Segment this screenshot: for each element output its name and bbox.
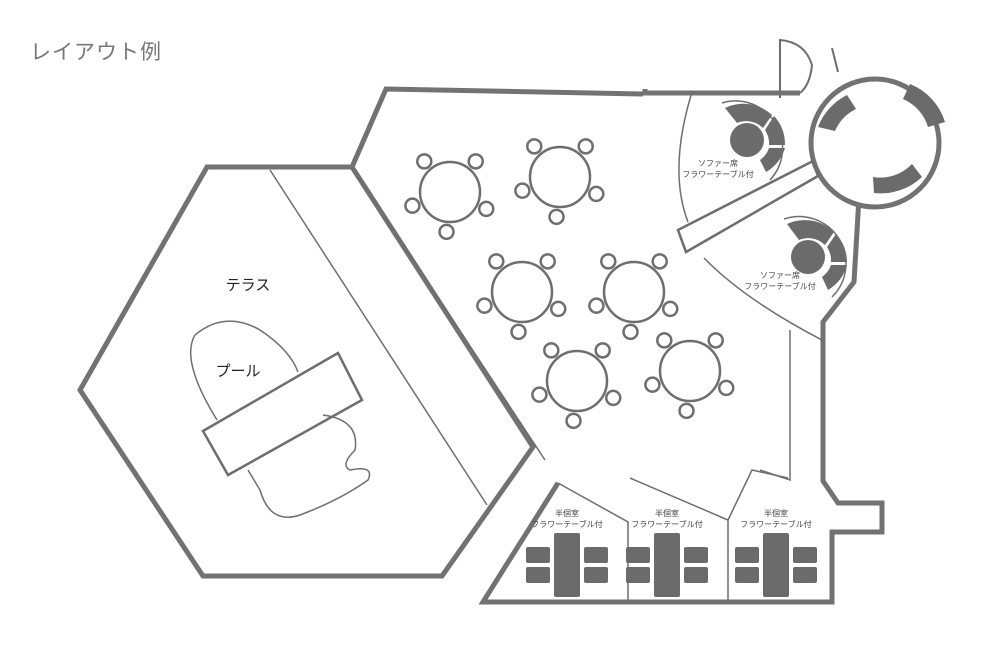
chair xyxy=(526,567,550,583)
chair xyxy=(656,332,673,349)
sofa-seat-1 xyxy=(721,100,786,181)
round-table-1 xyxy=(404,153,495,241)
pool-bridge xyxy=(201,351,364,477)
chair xyxy=(605,389,622,407)
sofa-area-arc-bottom xyxy=(703,257,823,341)
chair xyxy=(404,197,421,214)
chair xyxy=(584,547,608,563)
chair xyxy=(510,323,527,341)
chair xyxy=(684,567,708,583)
chair xyxy=(416,153,433,170)
chair xyxy=(594,342,611,359)
round-table-5 xyxy=(531,342,622,430)
room-3-partition xyxy=(727,469,789,521)
table xyxy=(554,533,580,597)
chair xyxy=(467,153,484,170)
room-label-2: フラワーテーブル付 xyxy=(531,519,603,529)
chair xyxy=(600,253,617,270)
round-table-4 xyxy=(588,253,679,341)
chair xyxy=(735,567,759,583)
chair xyxy=(662,300,679,318)
chair xyxy=(526,547,550,563)
chair xyxy=(588,185,605,203)
chair xyxy=(718,379,735,397)
lounge-sofa-1 xyxy=(818,95,856,131)
room-label-1: 半個室 xyxy=(764,508,788,518)
chair xyxy=(626,567,650,583)
chair xyxy=(539,253,556,270)
table-top xyxy=(658,339,722,403)
chair xyxy=(478,200,495,218)
chair xyxy=(488,253,505,270)
door-leaf xyxy=(831,47,839,73)
chair xyxy=(531,386,548,403)
room-label-2: フラワーテーブル付 xyxy=(631,519,703,529)
room-label-1: 半個室 xyxy=(555,508,579,518)
table-top xyxy=(545,349,609,413)
chair xyxy=(644,376,661,393)
sofa-seat-1-label-1: ソファー席 xyxy=(698,158,738,168)
chair xyxy=(678,402,695,420)
table-top xyxy=(602,260,666,324)
chair xyxy=(651,253,668,270)
table-top xyxy=(418,160,482,224)
dining-wall-top-right xyxy=(642,89,800,96)
chair xyxy=(626,547,650,563)
table-top xyxy=(490,260,554,324)
chair xyxy=(735,547,759,563)
sofa-seat-2 xyxy=(783,215,847,298)
page-title: レイアウト例 xyxy=(30,40,162,64)
table-top xyxy=(528,145,592,209)
sofa-seat-2-label-1: ソファー席 xyxy=(760,270,800,280)
room-label-1: 半個室 xyxy=(655,508,679,518)
room-label-2: フラワーテーブル付 xyxy=(740,519,812,529)
chair xyxy=(514,182,531,199)
dining-boundary xyxy=(351,166,546,461)
chair xyxy=(622,323,639,341)
pool-outline xyxy=(189,320,371,518)
pool-label: プール xyxy=(215,362,260,380)
flower-table-icon xyxy=(730,123,764,157)
chair xyxy=(584,567,608,583)
chair xyxy=(707,332,724,349)
corridor-line xyxy=(759,330,791,482)
partition-bar xyxy=(676,159,820,254)
lounge-sofa-3 xyxy=(873,164,922,194)
round-table-6 xyxy=(644,332,735,420)
sofa-seat-2-label-2: フラワーテーブル付 xyxy=(744,281,816,291)
terrace-divider xyxy=(269,169,488,506)
sofa-seat-1-label-2: フラワーテーブル付 xyxy=(682,169,754,179)
table xyxy=(763,533,789,597)
sofa-area-arc-top xyxy=(678,91,693,223)
dining-wall-top xyxy=(349,86,644,168)
chair xyxy=(476,297,493,314)
chair xyxy=(684,547,708,563)
chair xyxy=(526,138,543,155)
terrace-label: テラス xyxy=(226,276,271,294)
chair xyxy=(543,342,560,359)
chair xyxy=(565,412,582,430)
chair xyxy=(577,138,594,155)
chair xyxy=(793,547,817,563)
chair xyxy=(550,300,567,318)
chair xyxy=(793,567,817,583)
private-room-wall xyxy=(478,179,885,605)
chair xyxy=(588,297,605,314)
chair xyxy=(438,223,455,241)
flower-table-icon xyxy=(791,240,825,274)
door-swing xyxy=(779,38,814,98)
round-table-2 xyxy=(514,138,605,226)
round-table-3 xyxy=(476,253,567,341)
table xyxy=(654,533,680,597)
lounge-sofa-2 xyxy=(903,84,945,127)
chair xyxy=(548,208,565,226)
